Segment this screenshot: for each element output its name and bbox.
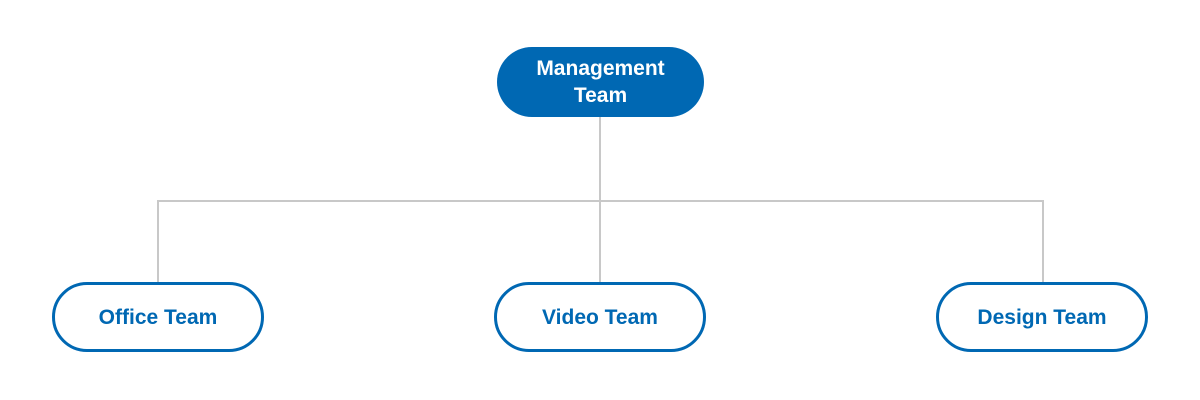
node-video-team: Video Team: [494, 282, 706, 352]
node-label: Management Team: [536, 57, 665, 107]
node-label: Office Team: [98, 305, 218, 329]
branch-line-design: [1042, 200, 1044, 282]
node-office-team: Office Team: [52, 282, 264, 352]
node-design-team: Design Team: [936, 282, 1148, 352]
branch-line-video: [599, 200, 601, 282]
root-stem-line: [599, 117, 601, 201]
node-label: Video Team: [542, 305, 658, 329]
node-management-team: Management Team: [497, 47, 704, 117]
node-label: Design Team: [977, 305, 1107, 329]
branch-line-office: [157, 200, 159, 282]
